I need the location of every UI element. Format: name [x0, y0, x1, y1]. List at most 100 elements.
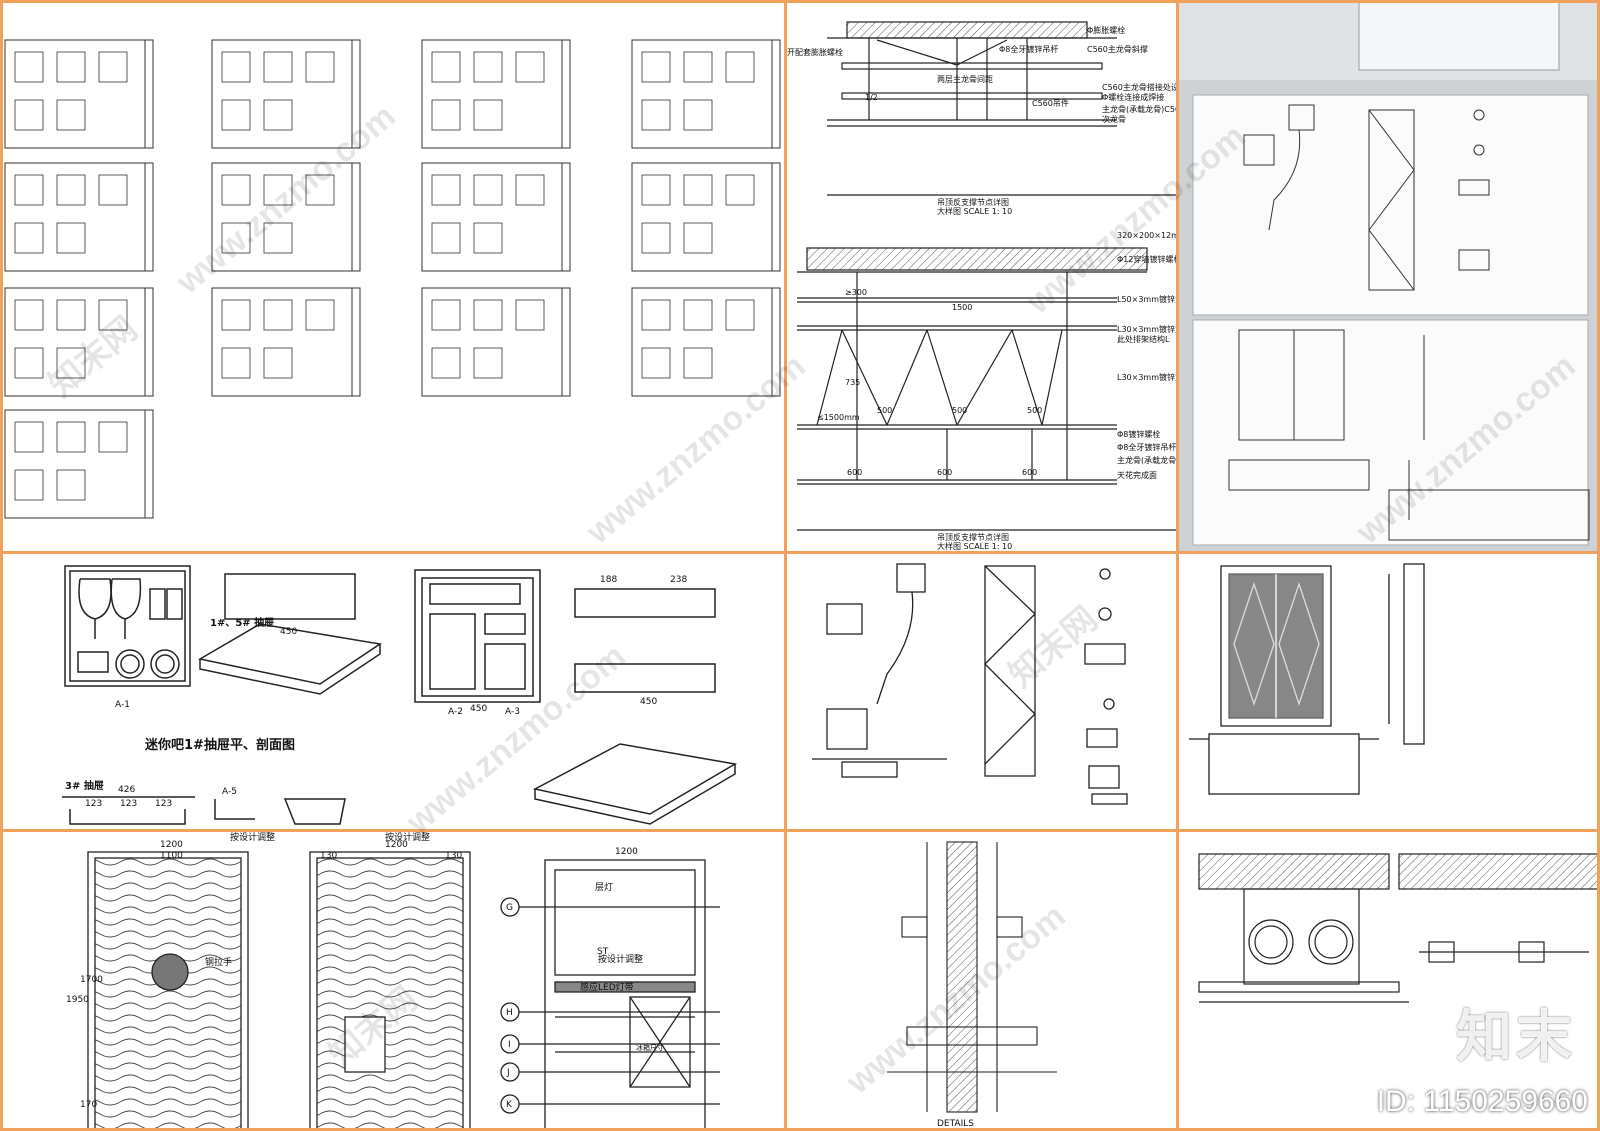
detail-scale-1: 大样图 SCALE 1: 10 [937, 206, 1012, 216]
truss-label-4: L30×3mm镀锌角钢 [1117, 324, 1176, 334]
top-label-3: C560主龙骨斜撑 [1087, 44, 1148, 54]
top-label-4: C560主龙骨搭接处设置 [1102, 82, 1176, 92]
truss-label-1: 320×200×12mm [1117, 231, 1176, 240]
truss-connection-panel [787, 554, 1176, 829]
top-label-8: 次龙骨 [1102, 114, 1126, 124]
cabinet-elevation-drawing: 按设计调整 按设计调整 1200 1100 1200 1200 130 130 … [66, 832, 720, 1131]
truss-label-7: Φ8镀锌螺栓 [1117, 429, 1160, 439]
dim-426: 426 [118, 785, 135, 795]
drawer-1-5-label: 1#、5# 抽屉 [210, 616, 274, 629]
dim-130-b: 130 [445, 851, 462, 861]
dim-1700: 1700 [80, 975, 103, 985]
top-label-1: Φ膨胀螺栓 [1087, 25, 1125, 35]
ceiling-detail-panel: Φ膨胀螺栓 Φ8全牙镀锌吊杆 C560主龙骨斜撑 C560主龙骨搭接处设置 Φ螺… [787, 0, 1176, 551]
drawing-sheet-thumbnail [421, 39, 571, 149]
dim-1200-c: 1200 [615, 847, 638, 857]
st-adjust-label: 按设计调整 [598, 953, 643, 965]
marker-j: J [506, 1068, 510, 1078]
drawing-sheet-thumbnail [4, 287, 154, 397]
sheet-overview-panel [0, 0, 784, 551]
dim-600-a: 600 [847, 468, 862, 477]
cabinet-elevation-panel: 按设计调整 按设计调整 1200 1100 1200 1200 130 130 … [0, 832, 784, 1131]
section-a5: A-5 [222, 787, 237, 797]
door-elevation-panel [1179, 554, 1600, 829]
dim-123-c: 123 [155, 799, 172, 809]
dim-1100: 1100 [160, 851, 183, 861]
image-id-label: ID: 1150259660 [1376, 1085, 1588, 1118]
dim-1500mm: ≤1500mm [817, 413, 860, 422]
door-elevation-drawing [1189, 563, 1425, 795]
top-label-2: Φ8全牙镀锌吊杆 [999, 44, 1058, 54]
dim-450-b: 450 [470, 704, 487, 714]
drawing-sheet-thumbnail [211, 287, 361, 397]
mid-label: 两层主龙骨间距 [937, 74, 993, 84]
truss-label-10: 天花完成面 [1117, 470, 1157, 480]
drawing-sheet-thumbnail [631, 287, 781, 397]
left-note: 开配套膨胀螺栓 [787, 47, 843, 57]
detail-title-1: 吊顶反支撑节点详图 [937, 197, 1009, 207]
drawer-drawing: A-1 A-2 A-3 A-5 450 450 450 188 238 426 … [62, 565, 738, 825]
dim-500-c: 500 [1027, 406, 1042, 415]
truss-label-6: L30×3mm镀锌角钢 [1117, 372, 1176, 382]
st-label: ST [597, 947, 609, 957]
detail-scale-2: 大样图 SCALE 1: 10 [937, 541, 1012, 551]
truss-label-9: 主龙骨(承载龙骨) [1117, 455, 1176, 465]
sheet-thumbnails [4, 39, 781, 519]
dim-238: 238 [670, 575, 687, 585]
dim-130-a: 130 [320, 851, 337, 861]
drawing-sheet-thumbnail [421, 162, 571, 272]
top-label-5: Φ螺栓连接成焊接 [1102, 92, 1164, 102]
dim-123-a: 123 [85, 799, 102, 809]
truss-label-8: Φ8全牙镀锌吊杆 [1117, 442, 1176, 452]
dim-170: 170 [80, 1100, 97, 1110]
details-footer: DETAILS [937, 1119, 974, 1129]
dim-300: ≥300 [845, 288, 867, 297]
marker-g: G [506, 903, 513, 913]
section-a2: A-2 [448, 707, 463, 717]
brand-watermark: 知末 [1456, 1005, 1576, 1070]
top-label-6: C560吊件 [1032, 98, 1069, 108]
drawing-sheet-thumbnail [631, 162, 781, 272]
top-label-7: 主龙骨(承载龙骨)C560 [1102, 104, 1176, 114]
dim-450-a: 450 [280, 627, 297, 637]
ceiling-light-drawing [1198, 853, 1600, 1003]
printed-drawings-photo [1179, 0, 1600, 551]
drawing-sheet-thumbnail [4, 39, 154, 149]
dim-1200-a: 1200 [160, 840, 183, 850]
section-a3: A-3 [505, 707, 520, 717]
dim-500-b: 500 [952, 406, 967, 415]
ceiling-detail-drawing: Φ膨胀螺栓 Φ8全牙镀锌吊杆 C560主龙骨斜撑 C560主龙骨搭接处设置 Φ螺… [787, 21, 1176, 551]
printed-sheets [1179, 0, 1600, 546]
drawer-title: 迷你吧1#抽屉平、剖面图 [144, 737, 295, 753]
section-a1: A-1 [115, 700, 130, 710]
cabinet-top-note-2: 按设计调整 [385, 832, 430, 843]
drawing-sheet-thumbnail [4, 409, 154, 519]
truss-connection-drawing [812, 563, 1128, 805]
dim-1500: 1500 [952, 303, 972, 312]
dim-vertical: 1/2 [865, 93, 878, 102]
marker-i: I [508, 1040, 511, 1050]
dim-735: 735 [845, 378, 860, 387]
dim-1950: 1950 [66, 995, 89, 1005]
lamp-label: 层灯 [595, 882, 613, 893]
drawing-sheet-thumbnail [211, 39, 361, 149]
drawing-sheet-thumbnail [4, 162, 154, 272]
dim-1200-b: 1200 [385, 840, 408, 850]
wall-section-drawing: DETAILS [887, 841, 1057, 1129]
detail-title-2: 吊顶反支撑节点详图 [937, 532, 1009, 542]
truss-label-3: L50×3mm镀锌角钢 [1117, 294, 1176, 304]
dim-600-c: 600 [1022, 468, 1037, 477]
drawing-sheet-thumbnail [421, 287, 571, 397]
drawing-sheet-thumbnail [631, 39, 781, 149]
truss-label-2: Φ12穿墙镀锌螺栓 [1117, 254, 1176, 264]
drawer-3-label: 3# 抽屉 [65, 779, 104, 792]
ceiling-light-panel: 知末 ID: 1150259660 [1179, 832, 1600, 1131]
led-strip-label: 感应LED灯带 [580, 981, 634, 993]
drawing-sheet-thumbnail [211, 162, 361, 272]
dim-188: 188 [600, 575, 617, 585]
minibar-drawer-panel: A-1 A-2 A-3 A-5 450 450 450 188 238 426 … [0, 554, 784, 829]
dim-450-c: 450 [640, 697, 657, 707]
dim-500-a: 500 [877, 406, 892, 415]
steel-handle-label: 钢拉手 [205, 956, 232, 968]
marker-h: H [506, 1008, 513, 1018]
